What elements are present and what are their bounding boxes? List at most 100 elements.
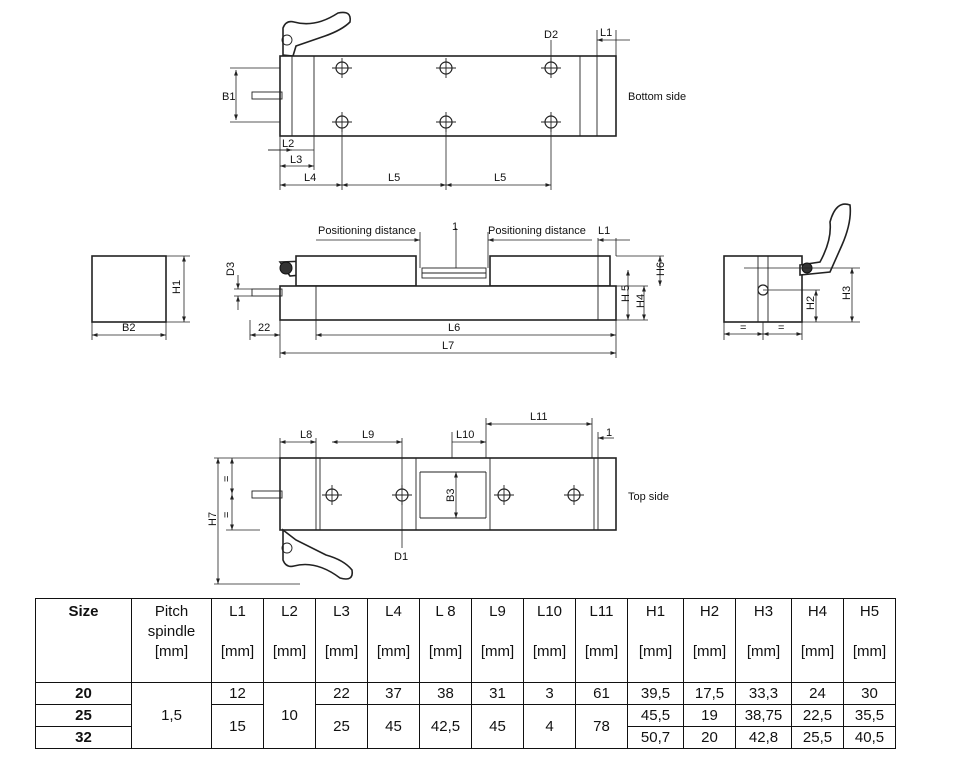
dim-L4: L4 (304, 172, 316, 184)
cell-L11: 78 (575, 704, 628, 749)
dim-H3: H3 (841, 286, 853, 300)
header-H2: H2[mm] (683, 598, 736, 683)
dim-eq-a: = (740, 322, 746, 334)
bottom-side-view: B1 L4 L5 L5 L2 L3 L1 D2 Bottom side (222, 11, 686, 190)
header-size: Size (35, 598, 132, 683)
top-side-view: H7 = = L8 L9 L10 L11 1 B3 D1 Top side (207, 411, 669, 585)
dim-D2: D2 (544, 29, 558, 41)
dim-1-front: 1 (452, 221, 458, 233)
cell-H4: 22,5 (791, 704, 844, 727)
dim-H6: H6 (655, 262, 667, 276)
dim-L5-b: L5 (494, 172, 506, 184)
dim-L9: L9 (362, 429, 374, 441)
dim-L8: L8 (300, 429, 312, 441)
clamping-lever-icon (799, 203, 852, 276)
cell-H3: 33,3 (735, 682, 792, 705)
cell-H2: 19 (683, 704, 736, 727)
header-L3: L3[mm] (315, 598, 368, 683)
cell-H4: 25,5 (791, 726, 844, 749)
dim-L7: L7 (442, 340, 454, 352)
cell-H2: 17,5 (683, 682, 736, 705)
end-view-left: H1 B2 (91, 255, 190, 340)
cell-L2: 10 (263, 682, 316, 749)
header-L10: L10[mm] (523, 598, 576, 683)
cell-L8: 42,5 (419, 704, 472, 749)
cell-H5: 30 (843, 682, 896, 705)
dim-eq-top-b: = (221, 512, 233, 518)
table-row: 32 50,7 20 42,8 25,5 40,5 (35, 726, 896, 749)
dim-L10: L10 (456, 429, 474, 441)
dim-L1-front: L1 (598, 225, 610, 237)
dim-D1: D1 (394, 551, 408, 563)
cell-H5: 35,5 (843, 704, 896, 727)
cell-H2: 20 (683, 726, 736, 749)
dim-L3: L3 (290, 154, 302, 166)
dim-H1: H1 (171, 280, 183, 294)
dim-H5: H 5 (620, 285, 632, 302)
header-L1: L1[mm] (211, 598, 264, 683)
cell-H1: 39,5 (627, 682, 684, 705)
dim-eq-top-a: = (221, 476, 233, 482)
header-H3: H3[mm] (735, 598, 792, 683)
dim-L1-top: L1 (600, 27, 612, 39)
cell-L9: 31 (471, 682, 524, 705)
cell-H5: 40,5 (843, 726, 896, 749)
front-view: Positioning distance Positioning distanc… (225, 221, 667, 358)
dim-eq-b: = (778, 322, 784, 334)
dim-B3: B3 (445, 489, 457, 502)
dim-B1: B1 (222, 91, 235, 103)
end-view-right: H2 H3 = = (723, 203, 860, 340)
label-top-side: Top side (628, 491, 669, 503)
dim-L11: L11 (530, 411, 548, 423)
cell-L10: 3 (523, 682, 576, 705)
cell-H1: 50,7 (627, 726, 684, 749)
header-L2: L2[mm] (263, 598, 316, 683)
dim-L2: L2 (282, 138, 294, 150)
cell-L9: 45 (471, 704, 524, 749)
mounting-hole-icon (332, 58, 561, 132)
header-H5: H5[mm] (843, 598, 896, 683)
cell-L8: 38 (419, 682, 472, 705)
cell-size: 32 (35, 726, 132, 749)
table-row: 25 15 25 45 42,5 45 4 78 45,5 19 38,75 2… (35, 704, 896, 749)
header-L8: L 8[mm] (419, 598, 472, 683)
cell-L1: 12 (211, 682, 264, 705)
header-L4: L4[mm] (367, 598, 420, 683)
cell-L3: 22 (315, 682, 368, 705)
dimension-table: Size Pitch spindle[mm] L1[mm] L2[mm] L3[… (35, 598, 896, 749)
dim-L6: L6 (448, 322, 460, 334)
dim-H7: H7 (207, 512, 219, 526)
clamping-lever-icon (281, 528, 354, 580)
cell-L11: 61 (575, 682, 628, 705)
cell-size: 20 (35, 682, 132, 705)
label-bottom-side: Bottom side (628, 91, 686, 103)
cell-H3: 38,75 (735, 704, 792, 727)
header-L9: L9[mm] (471, 598, 524, 683)
cell-L1: 15 (211, 704, 264, 749)
technical-drawing: B1 L4 L5 L5 L2 L3 L1 D2 Bottom side H1 B… (91, 11, 860, 585)
cell-L4: 45 (367, 704, 420, 749)
table-row: 20 1,5 12 10 22 37 38 31 3 61 39,5 17,5 … (35, 682, 896, 749)
dim-B2: B2 (122, 322, 135, 334)
cell-H3: 42,8 (735, 726, 792, 749)
label-positioning-distance-left: Positioning distance (318, 225, 416, 237)
cell-pitch-spindle: 1,5 (131, 682, 212, 749)
cell-H4: 24 (791, 682, 844, 705)
mounting-hole-icon (322, 485, 584, 505)
dim-D3: D3 (225, 262, 237, 276)
dim-H4: H4 (635, 294, 647, 308)
dim-H2: H2 (805, 296, 817, 310)
cell-L10: 4 (523, 704, 576, 749)
cell-L4: 37 (367, 682, 420, 705)
header-H4: H4[mm] (791, 598, 844, 683)
cell-size: 25 (35, 704, 132, 727)
clamping-lever-icon (281, 11, 352, 57)
header-H1: H1[mm] (627, 598, 684, 683)
dim-L5-a: L5 (388, 172, 400, 184)
cell-H1: 45,5 (627, 704, 684, 727)
header-pitch-spindle: Pitch spindle[mm] (131, 598, 212, 683)
dim-22: 22 (258, 322, 270, 334)
label-positioning-distance-right: Positioning distance (488, 225, 586, 237)
dim-1-top: 1 (606, 427, 612, 439)
header-L11: L11[mm] (575, 598, 628, 683)
